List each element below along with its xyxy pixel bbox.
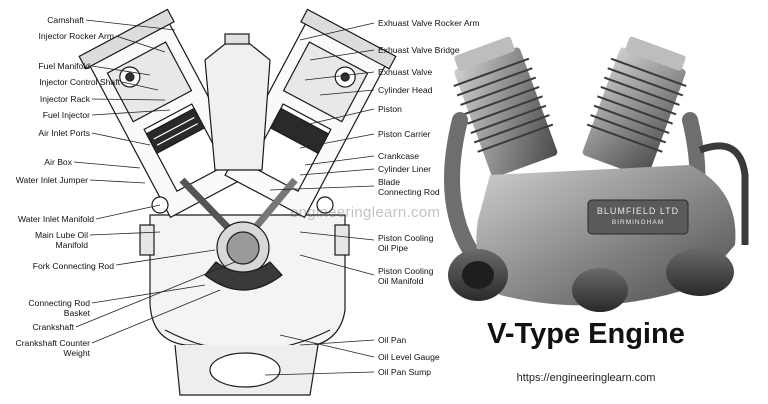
leader-lines — [73, 19, 375, 376]
label-crankshaft: Crankshaft — [32, 322, 74, 332]
label-cylinder-liner: Cylinder Liner — [378, 164, 432, 174]
label-camshaft: Camshaft — [47, 15, 84, 25]
label-main-lube-oil-manifold: Main Lube Oil Manifold — [34, 230, 88, 250]
label-exhaust-valve-bridge: Exhuast Valve Bridge — [378, 45, 460, 55]
plate-line-2: BIRMINGHAM — [611, 219, 665, 226]
plate-line-1: BLUMFIELD LTD — [596, 206, 680, 216]
watermark-text: engineeringlearn.com — [290, 204, 441, 221]
label-water-inlet-jumper: Water Inlet Jumper — [15, 175, 88, 185]
label-exhaust-valve: Exhuast Valve — [378, 67, 433, 77]
label-cylinder-head: Cylinder Head — [378, 85, 433, 95]
label-air-box: Air Box — [44, 157, 72, 167]
cross-section-drawing — [78, 8, 397, 396]
label-fuel-manifold: Fuel Manifold — [38, 61, 90, 71]
label-oil-pan: Oil Pan — [378, 335, 407, 345]
diagram-title: V-Type Engine — [487, 318, 685, 350]
label-injector-control-shaft: Injector Control Shaft — [39, 77, 120, 87]
label-exhaust-valve-rocker-arm: Exhuast Valve Rocker Arm — [378, 18, 480, 28]
label-injector-rocker-arm: Injector Rocker Arm — [38, 31, 114, 41]
label-fork-connecting-rod: Fork Connecting Rod — [32, 261, 114, 271]
label-oil-pan-sump: Oil Pan Sump — [378, 367, 432, 377]
label-piston-carrier: Piston Carrier — [378, 129, 431, 139]
label-blade-connecting-rod: Blade Connecting Rod — [378, 177, 440, 197]
label-oil-level-gauge: Oil Level Gauge — [378, 352, 440, 362]
label-connecting-rod-basket: Connecting Rod Basket — [28, 298, 90, 318]
label-piston-cooling-oil-manifold: Piston Cooling Oil Manifold — [378, 266, 434, 286]
label-water-inlet-manifold: Water Inlet Manifold — [17, 214, 94, 224]
label-piston-cooling-oil-pipe: Piston Cooling Oil Pipe — [378, 233, 434, 253]
name-plate-text: BLUMFIELD LTD BIRMINGHAM — [588, 206, 688, 226]
label-crankshaft-counter-weight: Crankshaft Counter Weight — [15, 338, 90, 358]
label-fuel-injector: Fuel Injector — [42, 110, 90, 120]
label-crankcase: Crankcase — [378, 151, 420, 161]
label-piston: Piston — [378, 104, 402, 114]
label-injector-rack: Injector Rack — [39, 94, 90, 104]
engine-photo — [444, 36, 749, 312]
label-air-inlet-ports: Air Inlet Ports — [38, 128, 90, 138]
source-url[interactable]: https://engineeringlearn.com — [516, 372, 656, 384]
